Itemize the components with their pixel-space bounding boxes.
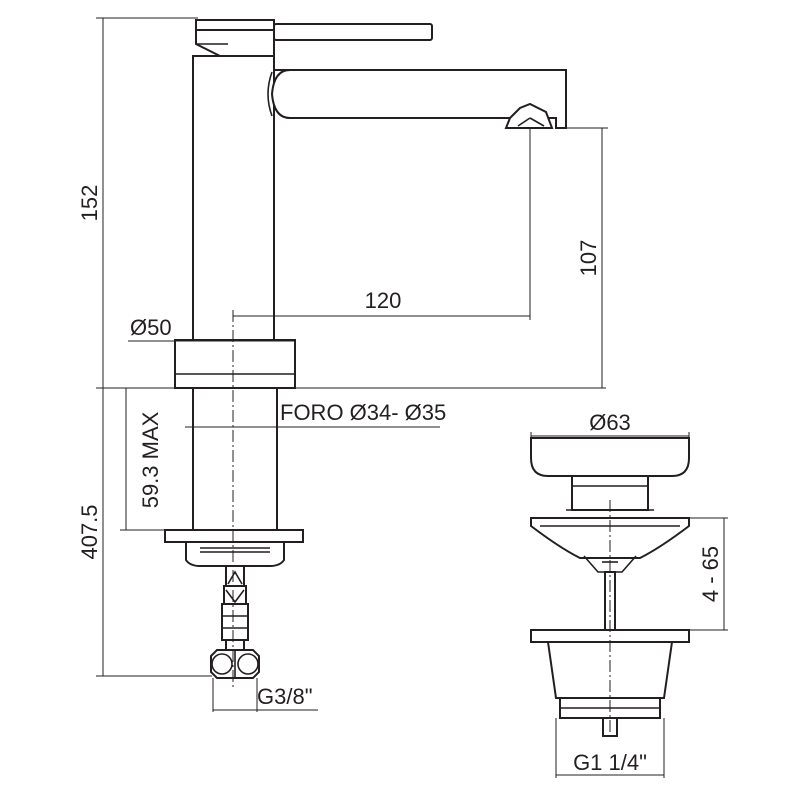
waste-flange <box>530 517 690 559</box>
label-hole-diameter: FORO Ø34- Ø35 <box>280 400 446 425</box>
lever-handle <box>195 19 433 61</box>
label-spout-height: 107 <box>576 240 601 277</box>
label-hose-connection: G3/8" <box>257 684 313 709</box>
flexible-hose <box>221 565 249 651</box>
waste-dimension-lines <box>530 432 728 778</box>
label-deck-thickness: 59.3 MAX <box>138 411 163 508</box>
label-waste-thread: G1 1/4" <box>573 750 647 775</box>
faucet-drawing <box>164 19 567 690</box>
waste-drawing <box>530 437 690 740</box>
label-base-diameter: Ø50 <box>130 315 172 340</box>
faucet-body <box>192 55 275 341</box>
label-total-height: 152 <box>77 185 102 222</box>
label-waste-cap-diameter: Ø63 <box>589 410 631 435</box>
faucet-base <box>174 339 296 389</box>
label-hose-length: 407.5 <box>77 504 102 559</box>
hex-nut <box>210 649 260 679</box>
fixing-plate <box>164 529 304 567</box>
dimension-lines <box>96 17 608 712</box>
aerator <box>504 102 554 129</box>
label-waste-thickness: 4 - 65 <box>698 546 723 602</box>
spout <box>267 69 567 129</box>
waste-cap <box>530 437 690 477</box>
label-spout-reach: 120 <box>365 288 402 313</box>
mounting-shank <box>192 387 278 531</box>
